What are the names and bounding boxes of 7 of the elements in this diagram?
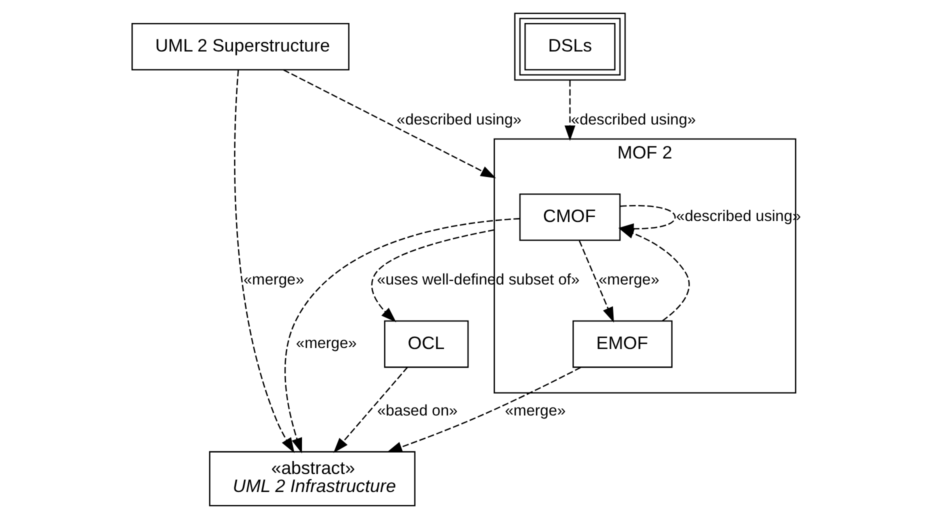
edge-label: «based on» xyxy=(377,402,458,420)
edge-label: «described using» xyxy=(571,111,696,128)
edge-label: «merge» xyxy=(243,272,304,289)
edge-label: «described using» xyxy=(396,111,522,128)
edge-label: «merge» xyxy=(598,272,660,289)
edge-label: «merge» xyxy=(505,402,566,420)
edge-label: «merge» xyxy=(296,335,357,352)
